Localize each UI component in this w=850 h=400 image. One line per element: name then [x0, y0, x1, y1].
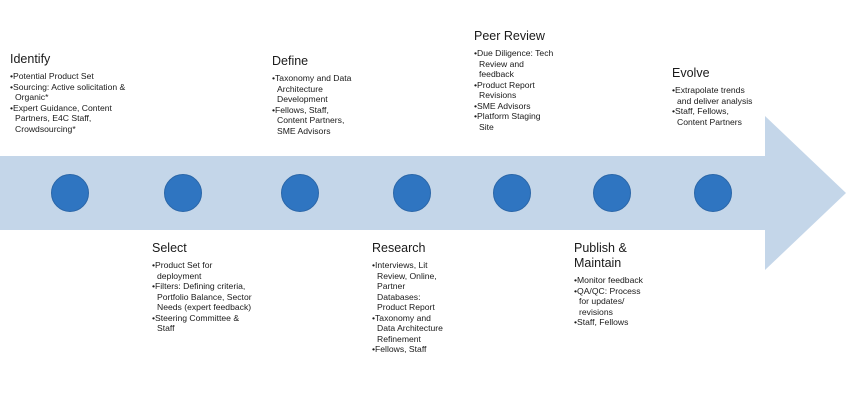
stage-item: Taxonomy and Data Architecture Developme…	[272, 73, 354, 105]
stage-node-evolve	[694, 174, 732, 212]
stage-item: Steering Committee & Staff	[152, 313, 254, 334]
stage-title: Identify	[10, 52, 51, 66]
stage-items: Monitor feedbackQA/QC: Process for updat…	[574, 275, 646, 328]
stage-publish-maintain: Publish & Maintain Monitor feedbackQA/QC…	[574, 241, 646, 328]
stage-item: Product Set for deployment	[152, 260, 254, 281]
stage-item: Expert Guidance, Content Partners, E4C S…	[10, 103, 135, 135]
stage-items: Taxonomy and Data Architecture Developme…	[272, 73, 354, 136]
stage-item: Fellows, Staff, Content Partners, SME Ad…	[272, 105, 354, 137]
stage-item: Interviews, Lit Review, Online, Partner …	[372, 260, 450, 313]
stage-title: Peer Review	[474, 29, 545, 43]
stage-items: Due Diligence: Tech Review and feedbackP…	[474, 48, 554, 132]
stage-item: Due Diligence: Tech Review and feedback	[474, 48, 554, 80]
stage-item: Sourcing: Active solicitation & Organic*	[10, 82, 135, 103]
stage-item: Fellows, Staff	[372, 344, 450, 355]
stage-node-define	[281, 174, 319, 212]
stage-items: Product Set for deploymentFilters: Defin…	[152, 260, 254, 334]
stage-item: Extrapolate trends and deliver analysis	[672, 85, 757, 106]
stage-item: Potential Product Set	[10, 71, 135, 82]
stage-research: Research Interviews, Lit Review, Online,…	[372, 241, 450, 355]
stage-title: Evolve	[672, 66, 710, 80]
stage-node-research	[393, 174, 431, 212]
stage-item: Taxonomy and Data Architecture Refinemen…	[372, 313, 450, 345]
stage-select: Select Product Set for deploymentFilters…	[152, 241, 254, 334]
stage-node-publish-maintain	[593, 174, 631, 212]
stage-title: Publish & Maintain	[574, 241, 627, 270]
stage-item: SME Advisors	[474, 101, 554, 112]
stage-item: Filters: Defining criteria, Portfolio Ba…	[152, 281, 254, 313]
stage-identify: Identify Potential Product SetSourcing: …	[10, 52, 135, 134]
stage-define: Define Taxonomy and Data Architecture De…	[272, 54, 354, 136]
stage-item: Platform Staging Site	[474, 111, 554, 132]
stage-title: Research	[372, 241, 426, 255]
stage-node-identify	[51, 174, 89, 212]
stage-title: Define	[272, 54, 309, 68]
stage-items: Potential Product SetSourcing: Active so…	[10, 71, 135, 134]
stage-item: Product Report Revisions	[474, 80, 554, 101]
stage-peer-review: Peer Review Due Diligence: Tech Review a…	[474, 29, 554, 132]
stage-items: Interviews, Lit Review, Online, Partner …	[372, 260, 450, 355]
stage-node-peer-review	[493, 174, 531, 212]
stage-node-select	[164, 174, 202, 212]
stage-item: Monitor feedback	[574, 275, 646, 286]
stage-item: Staff, Fellows	[574, 317, 646, 328]
stage-items: Extrapolate trends and deliver analysisS…	[672, 85, 757, 127]
stage-evolve: Evolve Extrapolate trends and deliver an…	[672, 66, 757, 127]
stage-title: Select	[152, 241, 187, 255]
stage-item: Staff, Fellows, Content Partners	[672, 106, 757, 127]
stage-item: QA/QC: Process for updates/ revisions	[574, 286, 646, 318]
